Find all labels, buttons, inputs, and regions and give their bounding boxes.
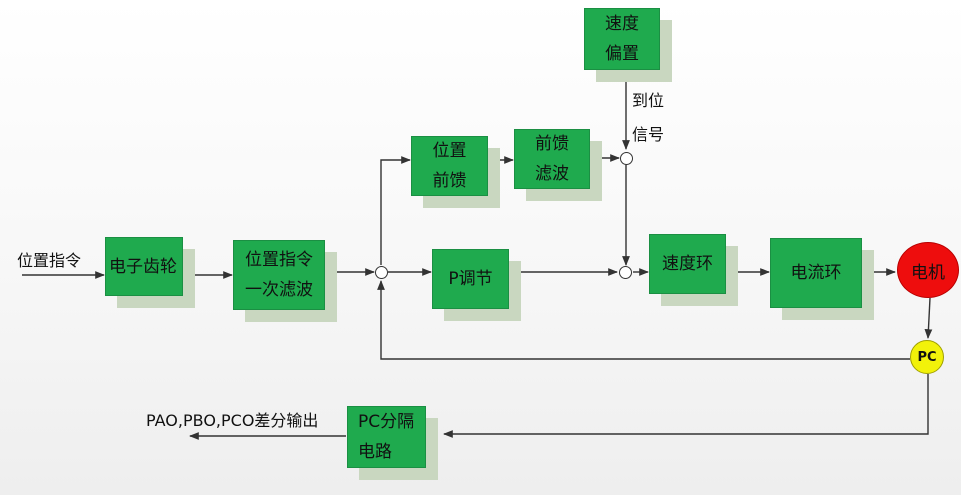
wire-motor-encoder [924,297,933,339]
feedforward-filter-block: 前馈 滤波 [514,129,590,189]
command-filter-line-2: 一次滤波 [245,280,313,300]
summing-junction-position [375,266,388,279]
in-position-signal-line-1: 到位 [632,91,665,110]
speed-loop-label: 速度环 [662,254,713,274]
motor-circle: 电机 [897,242,959,298]
current-loop-block: 电流环 [770,238,862,308]
output-label: PAO,PBO,PCO差分输出 [146,411,319,430]
pc-isolation-block: PC分隔 电路 [347,406,426,468]
wire-feedback [377,280,910,360]
in-position-signal-line-2: 信号 [632,125,665,144]
electronic-gear-label: 电子齿轮 [109,256,177,277]
position-feedforward-block: 位置 前馈 [411,136,488,196]
command-filter-line-1: 位置指令 [245,250,313,270]
pc-isolation-line-2: 电路 [358,442,392,462]
electronic-gear-block: 电子齿轮 [105,237,183,296]
input-label: 位置指令 [17,251,82,270]
feedforward-filter-line-2: 滤波 [535,164,569,184]
speed-bias-line-2: 偏置 [605,44,639,64]
feedforward-filter-line-1: 前馈 [535,134,569,154]
p-regulator-label: P调节 [448,269,493,289]
position-feedforward-line-1: 位置 [432,141,467,161]
encoder-label: PC [917,349,937,365]
motor-label: 电机 [911,262,945,283]
pc-isolation-line-1: PC分隔 [358,412,415,432]
summing-junction-feedforward [620,152,633,165]
current-loop-label: 电流环 [790,263,842,283]
speed-bias-block: 速度 偏置 [584,8,660,70]
wire-branch-feedforward [380,156,411,265]
p-regulator-block: P调节 [432,249,509,309]
in-position-signal-label: 到位 信号 [632,84,664,152]
position-feedforward-line-2: 前馈 [432,171,467,191]
encoder-circle: PC [910,340,944,374]
command-filter-block: 位置指令 一次滤波 [233,240,325,310]
speed-loop-block: 速度环 [649,234,726,294]
summing-junction-speed [619,266,632,279]
speed-bias-line-1: 速度 [605,14,639,34]
wire-encoder-isolation [443,374,929,438]
